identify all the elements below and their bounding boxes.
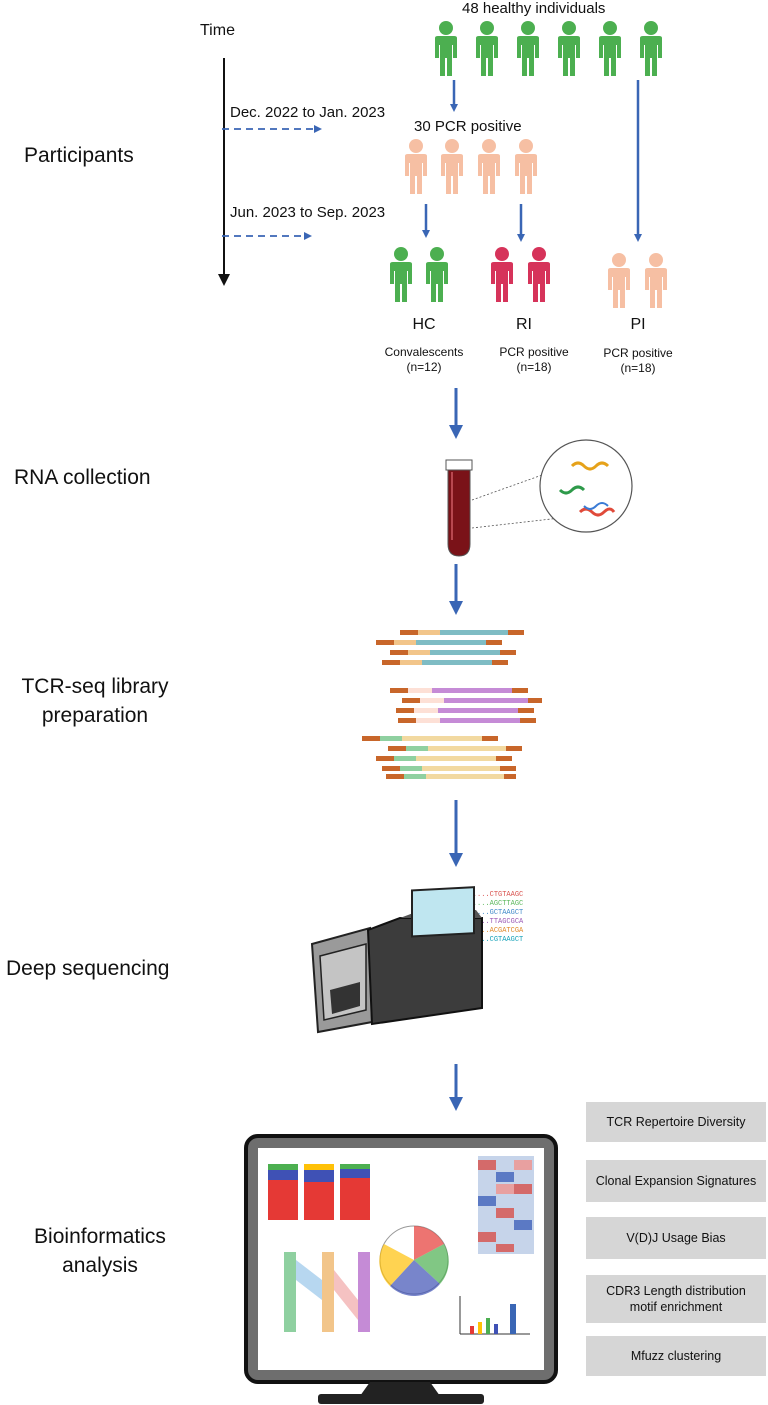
mini-plots-icon [268,1156,534,1335]
ri-people-icons [491,247,550,302]
analysis-label-diversity: TCR Repertoire Diversity [606,1115,746,1129]
group-hc-code: HC [412,316,436,333]
analysis-box-clonal: Clonal Expansion Signatures [586,1160,766,1202]
analysis-box-cdr3: CDR3 Length distribution motif enrichmen… [586,1275,766,1323]
sequencer-icon: ACGTACGTAC........CTGTAAGC GTACGATCGT...… [310,886,562,1034]
analysis-box-diversity: TCR Repertoire Diversity [586,1102,766,1142]
period-2-label: Jun. 2023 to Sep. 2023 [230,204,386,221]
group-pi-desc-text: PCR positive [603,346,673,360]
group-ri-n: (n=18) [516,360,552,374]
group-pi-n: (n=18) [620,361,656,375]
stage-bioinformatics: Bioinformatics analysis [0,1222,200,1280]
hc-people-icons [390,247,448,302]
pcr-positive-label: 30 PCR positive [414,118,522,135]
group-pi-code: PI [630,316,646,333]
dna-zoom-icon [471,439,633,533]
pcr-positive-people-icons [405,139,537,194]
stage-bio-line2: analysis [62,1254,138,1277]
stage-tcr-seq-line1: TCR-seq library [21,675,169,698]
group-hc-desc: Convalescents (n=12) [366,345,482,375]
blood-tube-icon [445,459,473,557]
analysis-label-mfuzz: Mfuzz clustering [630,1349,722,1363]
stage-tcr-seq: TCR-seq library preparation [0,672,190,730]
healthy-people-icons [435,21,662,76]
analysis-label-cdr3: CDR3 Length distribution motif enrichmen… [606,1284,746,1314]
stage-tcr-seq-line2: preparation [41,704,149,727]
group-pi-desc: PCR positive (n=18) [580,346,696,376]
group-ri-code: RI [516,316,532,333]
group-ri-desc-text: PCR positive [499,345,569,359]
analysis-label-vdj: V(D)J Usage Bias [626,1231,726,1245]
analysis-box-mfuzz: Mfuzz clustering [586,1336,766,1376]
stage-rna-collection: RNA collection [14,466,151,489]
analysis-box-vdj: V(D)J Usage Bias [586,1217,766,1259]
library-fragments-icon [362,630,542,779]
stage-bio-line1: Bioinformatics [34,1225,166,1248]
group-ri-desc: PCR positive (n=18) [476,345,592,375]
healthy-individuals-label: 48 healthy individuals [462,0,606,17]
period-1-label: Dec. 2022 to Jan. 2023 [230,104,386,121]
analysis-label-clonal: Clonal Expansion Signatures [595,1174,757,1188]
pi-people-icons [608,253,667,308]
group-hc-n: (n=12) [406,360,442,374]
stage-participants: Participants [24,144,134,167]
stage-deep-sequencing: Deep sequencing [6,957,170,980]
group-hc-desc-text: Convalescents [384,345,464,359]
time-label: Time [200,22,235,39]
